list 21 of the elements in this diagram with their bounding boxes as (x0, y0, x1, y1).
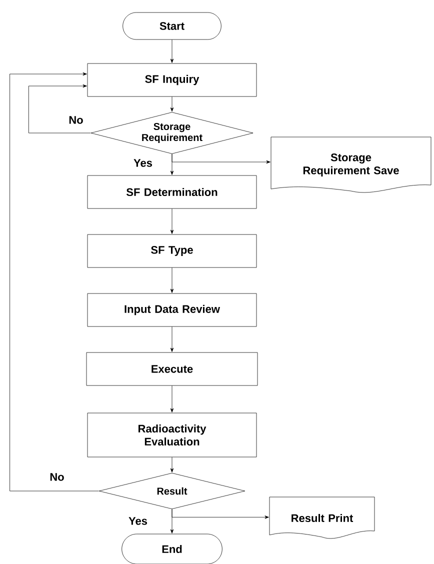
arrow (170, 457, 174, 472)
arrow (10, 72, 99, 492)
arrow (170, 268, 174, 293)
process-box: Execute (86, 352, 258, 386)
arrow (170, 386, 174, 412)
process-box: SF Determination (87, 175, 257, 209)
arrow (28, 84, 91, 134)
arrow (172, 509, 269, 519)
edge-label: Yes (128, 516, 148, 526)
arrow (170, 96, 174, 112)
arrow (172, 154, 270, 164)
process-box: SF Type (87, 234, 257, 268)
arrow (170, 326, 174, 352)
process-box: SF Inquiry (87, 63, 257, 97)
edge-label: Yes (132, 158, 154, 168)
arrow (170, 40, 174, 63)
edge-label: No (68, 115, 84, 125)
edge-label: No (48, 472, 66, 482)
process-box: Input Data Review (87, 293, 257, 327)
arrow (170, 208, 174, 234)
process-box: Radioactivity Evaluation (87, 412, 257, 458)
